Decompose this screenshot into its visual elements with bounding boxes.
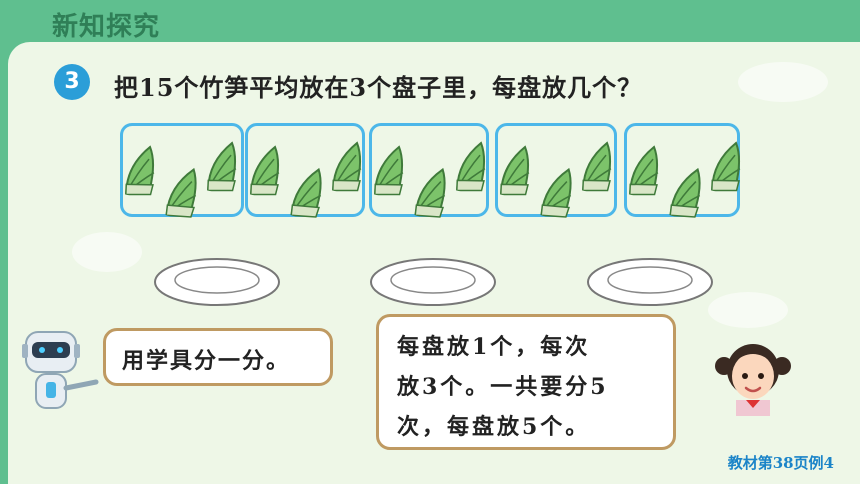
bamboo-shoot-icon [282, 158, 337, 229]
plate-3 [587, 258, 713, 306]
bamboo-shoot-icon [661, 158, 716, 229]
plate-1 [154, 258, 280, 306]
textbook-reference: 教材第38页例4 [727, 454, 834, 472]
girl-speech-line: 次，每盘放5个。 [397, 414, 591, 440]
cloud-decoration [708, 292, 788, 328]
bamboo-shoot-icon [532, 158, 587, 229]
header-title: 新知探究 [52, 12, 161, 42]
bamboo-shoot-icon [703, 132, 755, 201]
bamboo-shoot-icon [199, 132, 251, 201]
question-text: 把15个竹笋平均放在3个盘子里，每盘放几个？ [114, 73, 643, 102]
girl-speech-bubble: 每盘放1个，每次 放3个。一共要分5 次，每盘放5个。 [376, 314, 676, 450]
girl-speech-line: 放3个。一共要分5 [397, 374, 609, 400]
bamboo-shoot-icon [366, 136, 418, 205]
plate-2 [370, 258, 496, 306]
girl-speech-line: 每盘放1个，每次 [397, 334, 591, 360]
bamboo-shoot-icon [574, 132, 626, 201]
bamboo-shoot-icon [117, 136, 169, 205]
cloud-decoration [738, 62, 828, 102]
question-number-badge: 3 [54, 64, 90, 100]
robot-speech-text: 用学具分一分。 [122, 348, 291, 374]
cloud-decoration [72, 232, 142, 272]
robot-speech-bubble: 用学具分一分。 [103, 328, 333, 386]
girl-avatar [715, 344, 791, 416]
bamboo-shoot-icon [157, 158, 212, 229]
bamboo-shoot-icon [324, 132, 376, 201]
robot-avatar [22, 331, 99, 409]
bamboo-shoot-icon [448, 132, 500, 201]
bamboo-shoot-icon [242, 136, 294, 205]
bamboo-shoot-icon [621, 136, 673, 205]
bamboo-shoot-icon [406, 158, 461, 229]
bamboo-shoot-icon [492, 136, 544, 205]
